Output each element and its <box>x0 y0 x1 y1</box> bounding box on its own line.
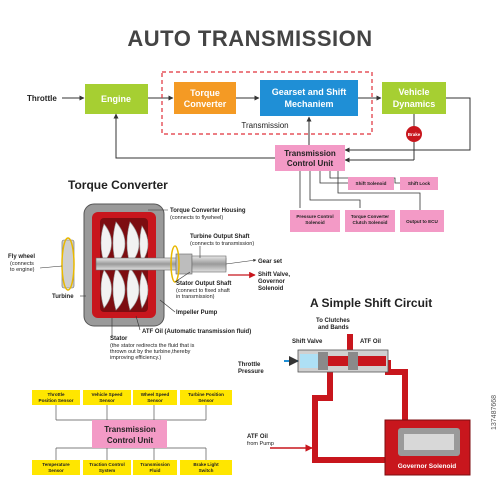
tcu-label-1: Transmission <box>284 149 336 158</box>
fly-wheel-label: Fly wheel <box>8 254 35 260</box>
vehicle-dynamics-box <box>382 82 446 114</box>
shift-solenoid-box <box>348 177 394 190</box>
turbine-output-sub: (connects to transmission) <box>190 241 254 247</box>
fly-wheel-sub-1: (connects <box>10 261 34 267</box>
tcu-in-1b: Sensor <box>99 398 115 403</box>
tcu-in-2b: Sensor <box>147 398 163 403</box>
tcu-in-3b: Sensor <box>198 398 214 403</box>
shift-lock-label: Shift Lock <box>408 181 431 186</box>
torque-converter-label-1: Torque <box>190 88 220 98</box>
tcu-bot-0b: Sensor <box>48 468 64 473</box>
stator-sub-3: improving efficiency.) <box>110 355 161 361</box>
stator-output-label: Stator Output Shaft <box>176 281 231 287</box>
vehicle-dynamics-label-2: Dynamics <box>393 99 436 109</box>
shift-solenoid-label: Shift Solenoid <box>356 181 387 186</box>
pressure-control-label: Pressure Control Solenoid <box>296 214 334 225</box>
stator-sub-2: thrown out by the turbine,thereby <box>110 349 191 355</box>
atf-from-pump-label-1: ATF Oil <box>247 434 268 440</box>
tc-clutch-solenoid-label: Torque Converter Clutch Solenoid <box>350 214 390 225</box>
shift-lock-box <box>400 177 438 190</box>
shift-valve-label-3: Solenoid <box>258 286 284 292</box>
shift-valve-label-1: Shift Valve, <box>258 272 290 278</box>
atf-oil-label: ATF Oil (Automatic transmission fluid) <box>142 329 251 335</box>
tcu-bot-1a: Traction Control <box>89 462 124 467</box>
stator-output-sub-2: in transmission) <box>176 294 215 300</box>
tcu-in-1a: Vehicle Speed <box>92 392 123 397</box>
gear-set-label: Gear set <box>258 259 282 265</box>
tcu-input-boxes <box>32 390 232 405</box>
tcu-in-0b: Position Sensor <box>39 398 74 403</box>
tcu-bot-0a: Temperature <box>42 462 70 467</box>
shift-circuit-heading: A Simple Shift Circuit <box>310 296 432 310</box>
gearset-box <box>260 80 358 116</box>
shift-valve-label-2: Governor <box>258 279 286 285</box>
throttle-pressure-label-2: Pressure <box>238 369 264 375</box>
turbine-label: Turbine <box>52 294 74 300</box>
engine-label: Engine <box>101 94 131 104</box>
tcu-in-0a: Throttle <box>47 392 65 397</box>
shift-circuit-illustration <box>270 334 471 476</box>
pressure-control-fo: Pressure Control Solenoid <box>296 214 334 225</box>
turbine-output-label: Turbine Output Shaft <box>190 234 250 240</box>
tc-housing-label: Torque Converter Housing <box>170 208 246 214</box>
fly-wheel-sub-2: to engine) <box>10 267 35 273</box>
tcu-bot-1b: System <box>99 468 115 473</box>
torque-converter-illustration <box>61 203 227 327</box>
tc-housing-sub: (connects to flywheel) <box>170 215 223 221</box>
brake-label: Brake <box>408 132 421 137</box>
tcu-label-2: Control Unit <box>287 159 334 168</box>
output-ecu-label: Output to ECU <box>406 219 438 224</box>
tcu-center-box <box>92 420 167 448</box>
torque-converter-heading: Torque Converter <box>68 178 168 192</box>
tcu-in-3a: Turbine Position <box>188 392 224 397</box>
transmission-dashed-box <box>161 71 373 135</box>
gearset-label-2: Mechaniem <box>284 99 333 109</box>
torque-converter-box <box>174 82 236 114</box>
tcu-box <box>275 145 345 171</box>
governor-solenoid-label: Governor Solenoid <box>398 463 457 470</box>
throttle-pressure-label-1: Throttle <box>238 362 261 368</box>
engine-box <box>85 84 148 114</box>
to-clutches-sub: and Bands <box>318 325 349 331</box>
output-ecu-box <box>400 210 444 232</box>
tcu-bot-3a: Brake Light <box>193 462 219 467</box>
shift-valve-circuit-label: Shift Valve <box>292 339 323 345</box>
tcu-to-engine-line <box>113 113 275 159</box>
tcu-center-1: Transmission <box>104 425 156 434</box>
pressure-control-box <box>290 210 340 232</box>
vehicle-dynamics-label-1: Vehicle <box>398 87 429 97</box>
stator-sub-1: (the stator redirects the fluid that is <box>110 343 195 349</box>
tcu-bot-2b: Fluid <box>150 468 161 473</box>
stock-id-text: 137487668 <box>491 395 498 430</box>
atf-oil-circuit-label: ATF Oil <box>360 339 381 345</box>
transmission-label: Transmission <box>241 121 288 130</box>
to-clutches-label: To Clutches <box>316 318 351 324</box>
throttle-label: Throttle <box>27 94 57 103</box>
tcu-bot-3b: Switch <box>199 468 214 473</box>
tcu-bot-2a: Transmission <box>140 462 170 467</box>
torque-converter-label-2: Converter <box>184 99 227 109</box>
stator-output-sub-1: (connect to fixed shaft <box>176 288 230 294</box>
stator-label: Stator <box>110 336 128 342</box>
gearset-label-1: Gearset and Shift <box>272 87 347 97</box>
tc-clutch-fo: Torque Converter Clutch Solenoid <box>350 214 390 225</box>
impeller-pump-label: Impeller Pump <box>176 310 218 316</box>
tcu-center-2: Control Unit <box>107 436 154 445</box>
atf-from-pump-label-2: from Pump <box>247 441 274 447</box>
tc-clutch-solenoid-box <box>345 210 395 232</box>
page-title: AUTO TRANSMISSION <box>127 26 372 51</box>
tcu-in-2a: Wheel Speed <box>141 392 170 397</box>
tcu-bottom-boxes <box>32 460 232 475</box>
vehicle-feedback-line <box>344 97 471 153</box>
brake-circle <box>406 126 422 142</box>
